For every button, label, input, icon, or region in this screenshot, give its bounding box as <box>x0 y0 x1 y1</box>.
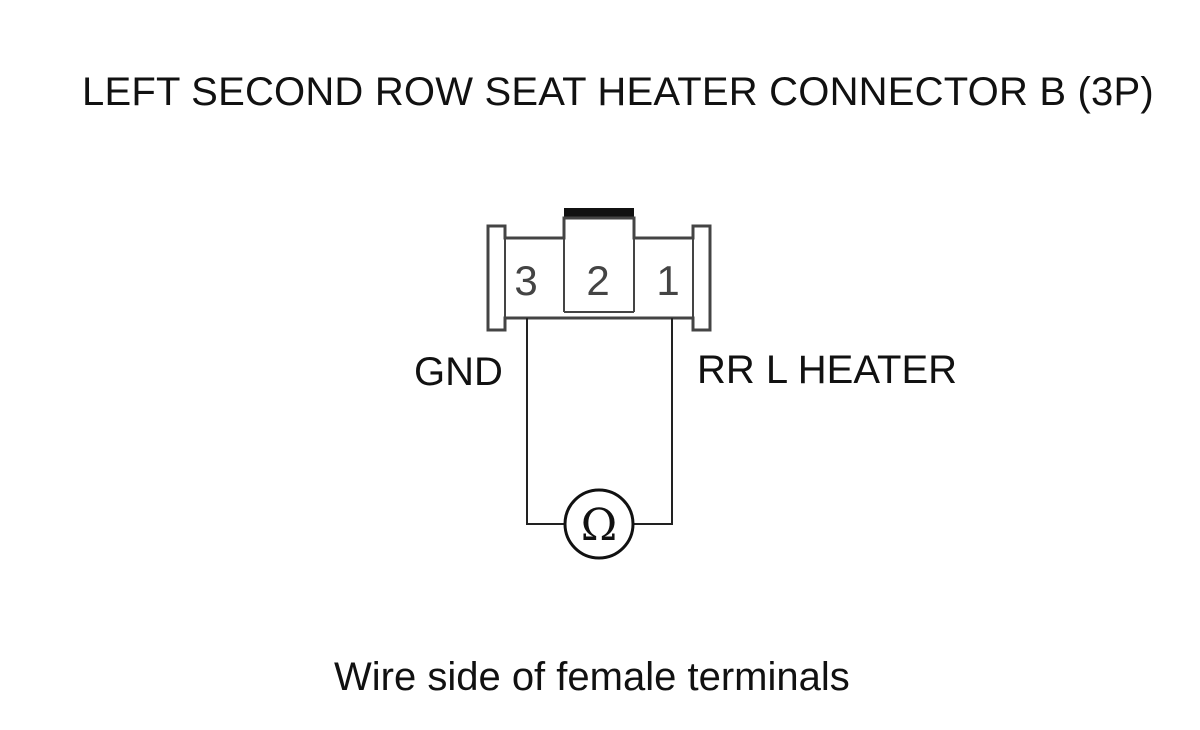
terminal-1-label: 1 <box>656 257 679 304</box>
ohmmeter-icon: Ω <box>563 488 635 560</box>
diagram-title: LEFT SECOND ROW SEAT HEATER CONNECTOR B … <box>82 70 1154 114</box>
gnd-label: GND <box>414 350 503 394</box>
terminal-3-label: 3 <box>514 257 537 304</box>
terminal-2-label: 2 <box>586 257 609 304</box>
connector-housing <box>486 216 712 332</box>
diagram-caption: Wire side of female terminals <box>334 655 850 699</box>
ohm-symbol: Ω <box>581 500 617 551</box>
connector-lock-tab <box>564 208 634 218</box>
probe-wire-gnd <box>526 318 566 525</box>
probe-wire-heater <box>632 318 673 525</box>
rr-l-heater-label: RR L HEATER <box>697 348 958 392</box>
